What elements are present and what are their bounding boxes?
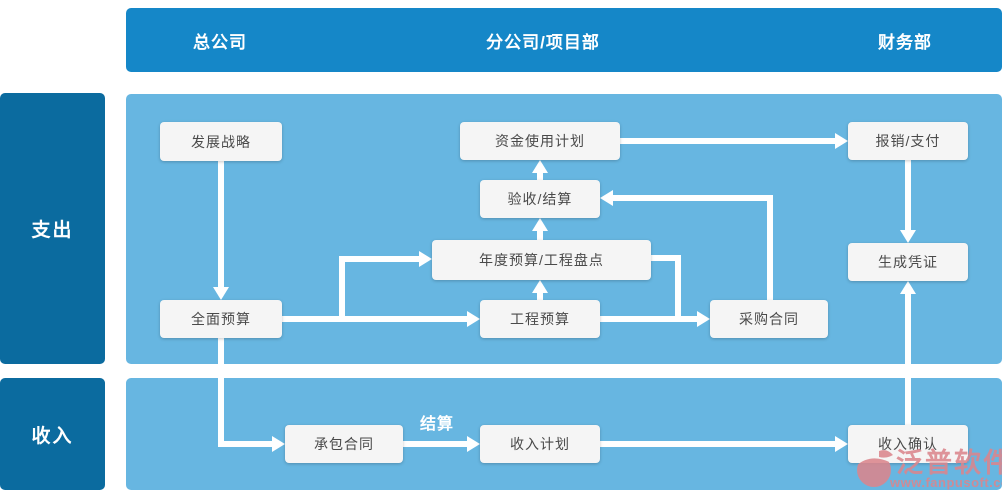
edge-label-settlement: 结算 xyxy=(419,416,454,433)
fanpu-brand-text: 泛普软件 xyxy=(896,448,1002,478)
node-generate-voucher: 生成凭证 xyxy=(848,243,968,281)
column-header-finance-dept: 财务部 xyxy=(878,32,932,52)
fanpu-url-text: www.fanpusoft.com xyxy=(890,475,1002,490)
fanpu-logo-icon xyxy=(857,450,893,487)
vendor-watermark: 泛普软件 www.fanpusoft.com xyxy=(856,443,1002,496)
node-fund-usage-plan: 资金使用计划 xyxy=(460,122,620,160)
lane-label-income: 收入 xyxy=(0,378,105,490)
node-purchase-contract: 采购合同 xyxy=(710,300,828,338)
column-header-head-office: 总公司 xyxy=(193,32,247,52)
node-contracting-contract: 承包合同 xyxy=(285,425,403,463)
lane-label-expenditure: 支出 xyxy=(0,93,105,364)
node-reimbursement-payment: 报销/支付 xyxy=(848,122,968,160)
node-project-budget: 工程预算 xyxy=(480,300,600,338)
node-annual-budget-inventory: 年度预算/工程盘点 xyxy=(432,240,651,280)
node-comprehensive-budget: 全面预算 xyxy=(160,300,282,338)
column-header-bar: 总公司 分公司/项目部 财务部 xyxy=(126,8,1002,72)
node-development-strategy: 发展战略 xyxy=(160,122,282,161)
node-income-plan: 收入计划 xyxy=(480,425,600,463)
node-acceptance-settlement: 验收/结算 xyxy=(480,180,600,218)
column-header-branch-project: 分公司/项目部 xyxy=(486,32,600,52)
